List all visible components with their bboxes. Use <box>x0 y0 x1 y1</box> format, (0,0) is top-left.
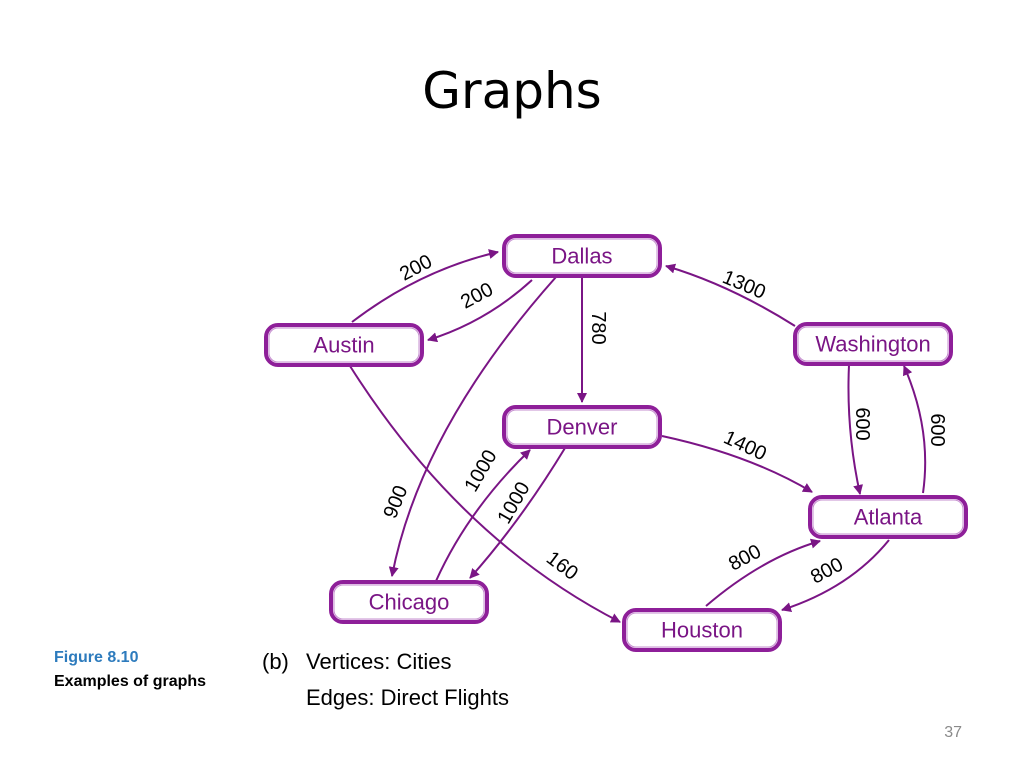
node-label-houston: Houston <box>661 618 743 643</box>
edge-denver-to-atlanta <box>661 435 813 493</box>
node-austin: Austin <box>264 323 424 367</box>
edge-houston-to-atlanta <box>705 538 821 607</box>
node-chicago: Chicago <box>329 580 489 624</box>
node-label-chicago: Chicago <box>369 590 450 615</box>
node-label-austin: Austin <box>313 333 374 358</box>
edge-dallas-to-chicago <box>388 276 557 577</box>
edge-atlanta-to-houston <box>781 539 890 612</box>
node-washington: Washington <box>793 322 953 366</box>
figure-number: Figure 8.10 <box>54 649 139 666</box>
edge-weight-atlanta-to-washington: 600 <box>926 413 948 446</box>
part-label: (b) <box>262 649 289 674</box>
node-houston: Houston <box>622 608 782 652</box>
page-number: 37 <box>944 724 962 741</box>
node-atlanta: Atlanta <box>808 495 968 539</box>
edge-weight-dallas-to-austin: 200 <box>457 278 497 313</box>
node-label-washington: Washington <box>815 332 930 357</box>
edge-denver-to-chicago <box>469 447 566 579</box>
edge-chicago-to-denver <box>435 449 531 582</box>
node-label-atlanta: Atlanta <box>854 505 923 530</box>
slide-title: Graphs <box>422 62 602 120</box>
edge-washington-to-dallas <box>665 263 796 327</box>
node-dallas: Dallas <box>502 234 662 278</box>
edge-weight-houston-to-atlanta: 800 <box>725 540 765 575</box>
node-label-dallas: Dallas <box>551 244 612 269</box>
edge-weight-washington-to-atlanta: 600 <box>851 407 873 440</box>
vertices-description: Vertices: Cities <box>306 649 452 674</box>
edge-weight-dallas-to-denver: 780 <box>587 311 609 344</box>
edge-austin-to-dallas <box>351 249 499 323</box>
node-denver: Denver <box>502 405 662 449</box>
node-label-denver: Denver <box>547 415 618 440</box>
edge-washington-to-atlanta <box>847 364 863 495</box>
edges-description: Edges: Direct Flights <box>306 685 509 710</box>
edge-weight-austin-to-dallas: 200 <box>396 250 436 285</box>
edge-atlanta-to-washington <box>903 365 927 494</box>
edge-dallas-to-austin <box>427 279 533 343</box>
figure-caption: Examples of graphs <box>54 673 207 690</box>
